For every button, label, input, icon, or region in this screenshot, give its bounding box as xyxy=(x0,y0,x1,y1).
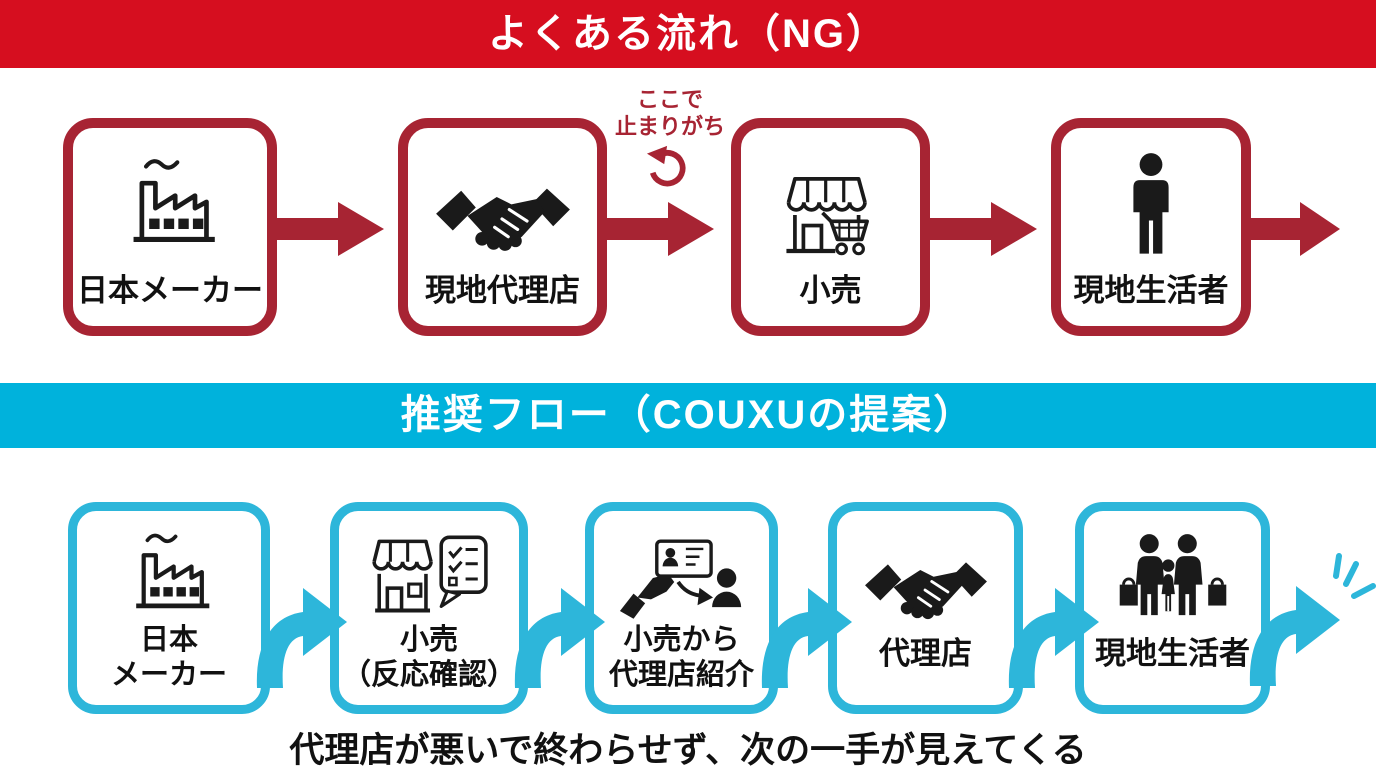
recommended-flow-banner-title: 推奨フロー（COUXUの提案） xyxy=(400,393,976,437)
business-card-referral-icon xyxy=(619,539,741,619)
rec-step-label: 現地生活者 xyxy=(1095,636,1250,671)
person-icon xyxy=(1133,153,1169,254)
stall-note-line2: 止まりがち xyxy=(614,114,725,139)
handshake-icon xyxy=(435,188,570,251)
swoosh-arrow-icon xyxy=(256,588,347,688)
recommended-flow-banner: 推奨フロー（COUXUの提案） xyxy=(0,383,1376,448)
swoosh-arrow-icon xyxy=(514,588,605,688)
flow-arrow-icon xyxy=(925,202,1037,256)
rec-step-label: 小売から 代理店紹介 xyxy=(608,624,754,691)
stall-note-line1: ここで xyxy=(636,87,703,112)
ng-step-local-consumer: 現地生活者 xyxy=(1051,118,1251,336)
ng-step-label: 現地生活者 xyxy=(1073,273,1229,308)
rec-step-retail-check: 小売 （反応確認） xyxy=(330,502,528,714)
ng-step-japan-maker: 日本メーカー xyxy=(63,118,277,336)
storefront-cart-icon xyxy=(785,177,869,256)
loop-arrow-icon xyxy=(646,145,686,187)
final-swoosh-arrow-icon xyxy=(1249,553,1376,686)
flow-arrow-icon xyxy=(602,202,714,256)
storefront-checklist-icon xyxy=(372,535,488,613)
swoosh-arrow-icon xyxy=(1008,588,1099,688)
stall-note: ここで 止まりがち xyxy=(600,86,740,140)
bottom-caption: 代理店が悪いで終わらせず、次の一手が見えてくる xyxy=(289,731,1087,768)
factory-icon xyxy=(136,533,210,609)
rec-step-local-consumers: 現地生活者 xyxy=(1075,502,1270,714)
flow-arrow-icon xyxy=(1248,202,1340,256)
swoosh-arrow-icon xyxy=(761,588,852,688)
ng-step-label: 現地代理店 xyxy=(425,273,580,308)
rec-step-japan-maker: 日本 メーカー xyxy=(68,502,270,714)
ng-flow-banner: よくある流れ（NG） xyxy=(0,0,1376,68)
rec-step-label: 日本 メーカー xyxy=(110,624,227,691)
rec-step-label: 小売 （反応確認） xyxy=(341,624,516,691)
ng-step-label: 日本メーカー xyxy=(77,273,263,308)
rec-step-agent-referral: 小売から 代理店紹介 xyxy=(585,502,778,714)
rec-step-agent: 代理店 xyxy=(828,502,1023,714)
family-shoppers-icon xyxy=(1119,534,1226,616)
ng-step-label: 小売 xyxy=(799,273,862,308)
ng-step-retail: 小売 xyxy=(731,118,930,336)
flow-arrow-icon xyxy=(272,202,384,256)
ng-step-local-agent: 現地代理店 xyxy=(398,118,607,336)
rec-step-label: 代理店 xyxy=(879,636,972,671)
handshake-icon xyxy=(864,562,987,620)
ng-flow-banner-title: よくある流れ（NG） xyxy=(488,12,888,56)
factory-icon xyxy=(133,159,215,243)
